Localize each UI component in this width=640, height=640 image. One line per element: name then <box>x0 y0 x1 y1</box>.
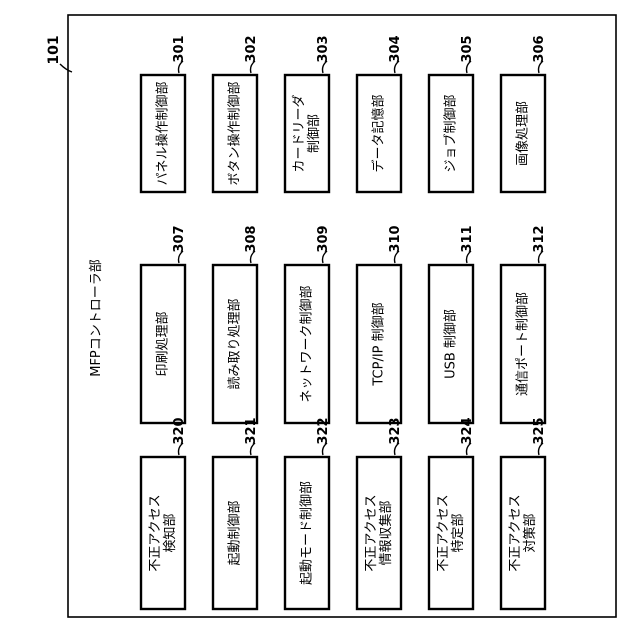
block-309-label-0: ネットワーク制御部 <box>300 285 315 402</box>
block-305-label-0: ジョブ制御部 <box>443 94 459 172</box>
block-307-label-0: 印刷処理部 <box>156 311 171 376</box>
block-308-label-0: 読み取り処理部 <box>227 298 243 389</box>
block-324-label-0: 不正アクセス <box>436 494 451 571</box>
block-324-label-1: 特定部 <box>451 513 466 552</box>
block-321-number: 321 <box>244 417 259 444</box>
block-305-number: 305 <box>460 35 475 62</box>
block-308-number: 308 <box>244 225 259 252</box>
block-309-number: 309 <box>316 225 331 252</box>
block-304-label-0: データ記憶部 <box>371 94 387 172</box>
controller-label: MFPコントローラ部 <box>89 259 104 377</box>
block-303-label-1: 制御部 <box>307 114 322 153</box>
block-323-number: 323 <box>388 417 403 444</box>
block-301-number: 301 <box>172 35 187 62</box>
block-302-number: 302 <box>244 35 259 62</box>
block-306-number: 306 <box>532 35 547 62</box>
block-307-number: 307 <box>172 225 187 252</box>
block-325-label-0: 不正アクセス <box>508 494 523 571</box>
block-322-label-0: 起動モード制御部 <box>300 481 315 585</box>
block-323-label-0: 不正アクセス <box>364 494 379 571</box>
main-ref-leader <box>60 64 72 72</box>
block-322-number: 322 <box>316 417 331 444</box>
block-325-number: 325 <box>532 417 547 444</box>
block-311-label-0: USB 制御部 <box>444 309 459 379</box>
main-ref-number: 101 <box>46 35 62 64</box>
block-323-label-1: 情報収集部 <box>378 500 394 565</box>
block-312-label-0: 通信ポート制御部 <box>516 292 531 396</box>
block-group: 301 パネル操作制御部 302 ボタン操作制御部 303 カードリーダ制御部 304 データ… <box>141 35 547 609</box>
block-325-label-1: 対策部 <box>522 513 538 552</box>
block-310-number: 310 <box>388 225 403 252</box>
block-321-label-0: 起動制御部 <box>228 500 243 565</box>
block-301-label-0: パネル操作制御部 <box>155 81 171 185</box>
block-304-number: 304 <box>388 35 403 62</box>
block-320-label-0: 不正アクセス <box>148 494 163 571</box>
block-311-number: 311 <box>460 225 475 252</box>
block-303-label-0: カードリーダ <box>292 94 307 172</box>
block-306-label-0: 画像処理部 <box>516 101 531 166</box>
block-302-label-0: ボタン操作制御部 <box>227 81 243 185</box>
block-303-number: 303 <box>316 35 331 62</box>
block-324-number: 324 <box>460 417 475 444</box>
block-310-label-0: TCP/IP 制御部 <box>372 302 387 386</box>
block-312-number: 312 <box>532 225 547 252</box>
block-320-number: 320 <box>172 417 187 444</box>
block-320-label-1: 検知部 <box>162 513 178 552</box>
